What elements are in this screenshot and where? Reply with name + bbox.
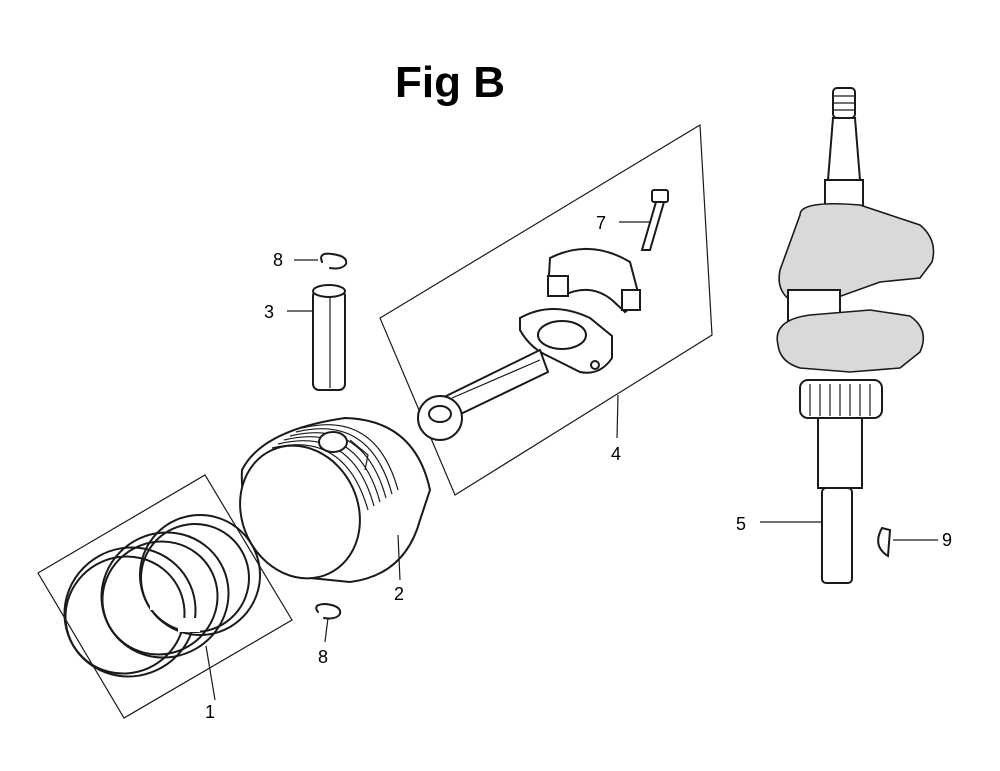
rod-small-end-bore [428, 405, 452, 423]
woodruff-key [877, 526, 892, 558]
rod-bolt-head [651, 189, 669, 203]
crankshaft-lower-web [776, 309, 925, 373]
piston-pin [312, 284, 346, 391]
ring-front-inner [64, 555, 186, 675]
crankshaft [776, 87, 935, 584]
piston-rings-frame [37, 474, 293, 719]
callout-piston-rings: 1 [205, 702, 215, 722]
rod-bolt [640, 189, 669, 251]
connecting-rod-group [379, 123, 713, 496]
callout-pin-clip-top: 8 [273, 250, 283, 270]
piston-pin-bore [318, 431, 348, 453]
callout-woodruff-key: 9 [942, 530, 952, 550]
callout-rod-bolt: 7 [596, 213, 606, 233]
callout-connecting-rod: 4 [611, 444, 621, 464]
crankshaft-taper [826, 117, 862, 181]
pin-clip-bottom [315, 603, 342, 620]
callout-crankshaft: 5 [736, 514, 746, 534]
crankshaft-lower-journal [817, 417, 863, 489]
leader-lines [205, 221, 938, 701]
crankshaft-upper-web [778, 202, 935, 301]
crankshaft-output-shaft [821, 487, 853, 584]
figure-title: Fig B [395, 58, 505, 107]
pin-clip-top [320, 252, 348, 270]
piston-crown [239, 444, 361, 580]
callout-piston-pin: 3 [264, 302, 274, 322]
rod-bolt-shank [640, 201, 666, 251]
rod-big-end-bore [537, 320, 587, 350]
ring-inner-back [140, 523, 250, 633]
callout-piston: 2 [394, 584, 404, 604]
piston [239, 416, 432, 584]
callout-pin-clip-bottom: 8 [318, 647, 328, 667]
ring-middle-inner [101, 540, 219, 656]
piston-pin-body [312, 289, 346, 391]
